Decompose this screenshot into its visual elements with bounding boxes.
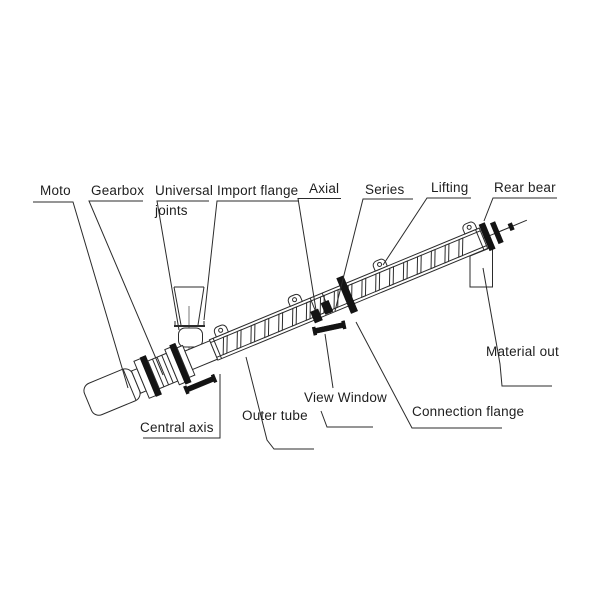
leader-outer-tube: [245, 356, 314, 450]
leader-moto: [33, 201, 129, 389]
lifting-lugs: [213, 221, 478, 338]
view-window-bar-front: [183, 373, 218, 395]
screw-flight: [375, 271, 381, 293]
leader-connection-flange: [355, 321, 502, 429]
screw-flight: [416, 254, 422, 276]
label-import-flange: Import flange: [217, 183, 299, 198]
screw-flight: [264, 317, 270, 339]
screw-flight: [402, 260, 408, 281]
import-flange-plate: [174, 321, 205, 327]
leader-lines: [33, 197, 557, 450]
screw-flight: [236, 329, 242, 350]
lug-hole: [466, 224, 472, 230]
screw-flight: [388, 266, 395, 287]
lug-hole: [218, 327, 224, 333]
label-axial: Axial: [309, 181, 340, 196]
label-universal-line2: joints: [155, 203, 188, 218]
lifting-lug: [213, 324, 230, 338]
screw-flight: [305, 300, 311, 321]
screw-flight: [444, 243, 450, 264]
screw-flight: [361, 277, 367, 299]
leader-central-axis: [143, 374, 221, 439]
series-block: [320, 299, 334, 315]
label-universal-line1: Universal: [155, 183, 214, 198]
leader-rear-bear: [483, 197, 557, 222]
underline-view-window: [320, 410, 373, 428]
hopper-funnel: [173, 286, 205, 326]
lug-hole: [292, 297, 298, 303]
lifting-lug: [287, 293, 303, 307]
view-window-bar-mid: [311, 320, 347, 336]
label-gearbox: Gearbox: [91, 183, 145, 198]
lifting-lug: [372, 258, 388, 272]
lifting-lug: [462, 221, 478, 235]
label-view-window: View Window: [304, 390, 387, 405]
tube-joint: [309, 292, 334, 324]
shaft-tip: [507, 222, 515, 232]
screw-flight: [278, 311, 284, 333]
label-connection-flange: Connection flange: [412, 404, 525, 419]
leader-lifting: [382, 197, 471, 266]
label-central-axis: Central axis: [140, 420, 214, 435]
screw-flight: [222, 334, 228, 356]
leader-universal-joints: [156, 200, 209, 331]
screw-flight: [458, 237, 464, 258]
label-rear-bear: Rear bear: [494, 180, 556, 195]
label-series: Series: [365, 182, 405, 197]
leader-axial: [297, 198, 341, 311]
screw-flight: [250, 323, 256, 344]
label-outer-tube: Outer tube: [242, 408, 308, 423]
rear-bearing: [478, 219, 528, 252]
label-lifting: Lifting: [431, 180, 469, 195]
screw-flight: [430, 248, 436, 270]
label-moto: Moto: [40, 183, 71, 198]
leader-material-out: [482, 267, 552, 387]
leader-series: [334, 198, 413, 312]
axial-block: [310, 308, 323, 324]
screw-flight: [291, 306, 298, 327]
gearbox-discs: [130, 342, 196, 399]
leader-gearbox: [88, 200, 164, 376]
leader-import-flange: [203, 200, 299, 321]
label-material-out: Material out: [486, 344, 559, 359]
lug-hole: [377, 261, 383, 267]
leader-view-window: [324, 333, 334, 389]
